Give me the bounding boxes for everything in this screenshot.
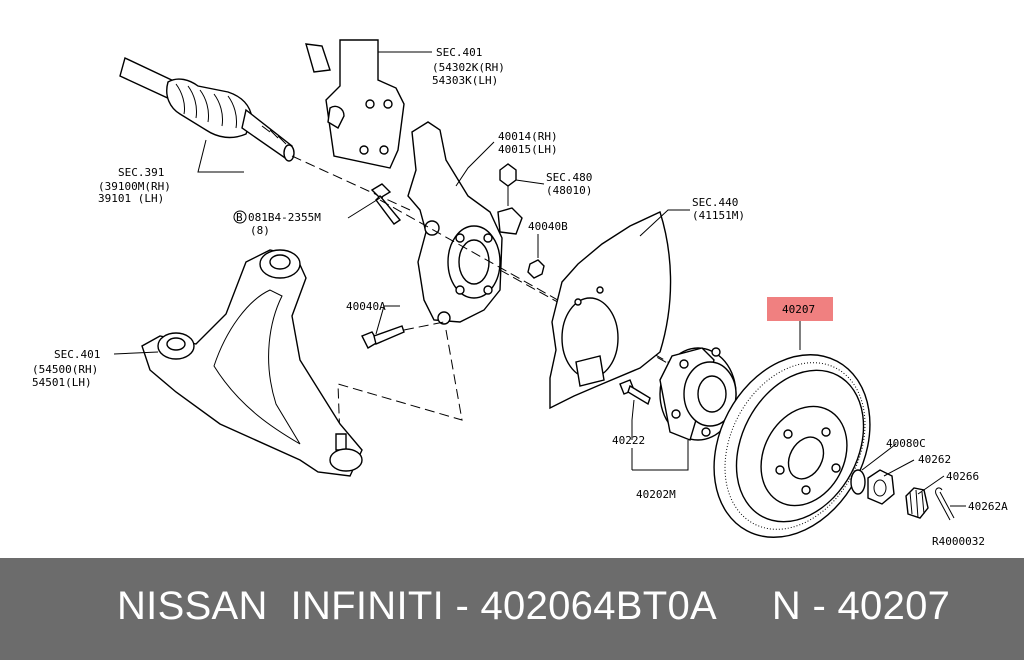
label-39101: 39101 (LH) bbox=[98, 192, 164, 205]
label-54303k: 54303K(LH) bbox=[432, 74, 498, 87]
bolt-code: 081B4-2355M bbox=[248, 211, 321, 224]
hub-nut-40262 bbox=[867, 469, 895, 505]
label-54501: 54501(LH) bbox=[32, 376, 92, 389]
label-ref: R4000032 bbox=[932, 535, 985, 548]
label-40040a: 40040A bbox=[346, 300, 386, 313]
label-48010: (48010) bbox=[546, 184, 592, 197]
label-bolt-081b4: B 081B4-2355M (8) bbox=[233, 210, 321, 237]
label-40222: 40222 bbox=[612, 434, 645, 447]
cotter-pin-40262a bbox=[935, 487, 955, 521]
label-sec401-left: SEC.401 bbox=[54, 348, 100, 361]
washer-40080c bbox=[850, 469, 866, 495]
highlight-box-40207 bbox=[767, 297, 833, 321]
label-40207: 40207 bbox=[782, 303, 815, 316]
cap-40266 bbox=[905, 487, 929, 519]
leader-lines bbox=[113, 51, 966, 507]
label-40080c: 40080C bbox=[886, 437, 926, 450]
bolt-081b4 bbox=[370, 183, 402, 225]
brake-rotor bbox=[713, 354, 871, 538]
bolt-qty: (8) bbox=[250, 224, 270, 237]
label-40262a: 40262A bbox=[968, 500, 1008, 513]
strut bbox=[305, 39, 405, 169]
nut-40040b bbox=[527, 259, 545, 279]
label-40202m: 40202M bbox=[636, 488, 676, 501]
bolt-prefix: B bbox=[236, 211, 243, 224]
label-54302k: (54302K(RH) bbox=[432, 61, 505, 74]
footer-part-number: NISSAN INFINITI - 402064BT0A N - 40207 bbox=[117, 584, 951, 628]
hub-bolt-40222 bbox=[619, 379, 651, 406]
label-40266: 40266 bbox=[946, 470, 979, 483]
label-39100m: (39100M(RH) bbox=[98, 180, 171, 193]
label-41151m: (41151M) bbox=[692, 209, 745, 222]
parts-diagram: SEC.401 (54302K(RH) 54303K(LH) SEC.391 (… bbox=[32, 39, 1008, 548]
lower-arm bbox=[141, 249, 363, 477]
bolt-40040a bbox=[361, 325, 405, 349]
footer-bar: NISSAN INFINITI - 402064BT0A N - 40207 bbox=[0, 558, 1024, 660]
label-40040b: 40040B bbox=[528, 220, 568, 233]
nut-48010 bbox=[499, 163, 517, 206]
label-sec480: SEC.480 bbox=[546, 171, 592, 184]
label-54500: (54500(RH) bbox=[32, 363, 98, 376]
dust-shield bbox=[549, 211, 672, 410]
label-40015: 40015(LH) bbox=[498, 143, 558, 156]
label-sec440: SEC.440 bbox=[692, 196, 738, 209]
label-sec391: SEC.391 bbox=[118, 166, 164, 179]
hub-assembly bbox=[659, 347, 737, 441]
drive-shaft bbox=[119, 57, 295, 162]
label-40262: 40262 bbox=[918, 453, 951, 466]
label-40014: 40014(RH) bbox=[498, 130, 558, 143]
label-sec401-top: SEC.401 bbox=[436, 46, 482, 59]
